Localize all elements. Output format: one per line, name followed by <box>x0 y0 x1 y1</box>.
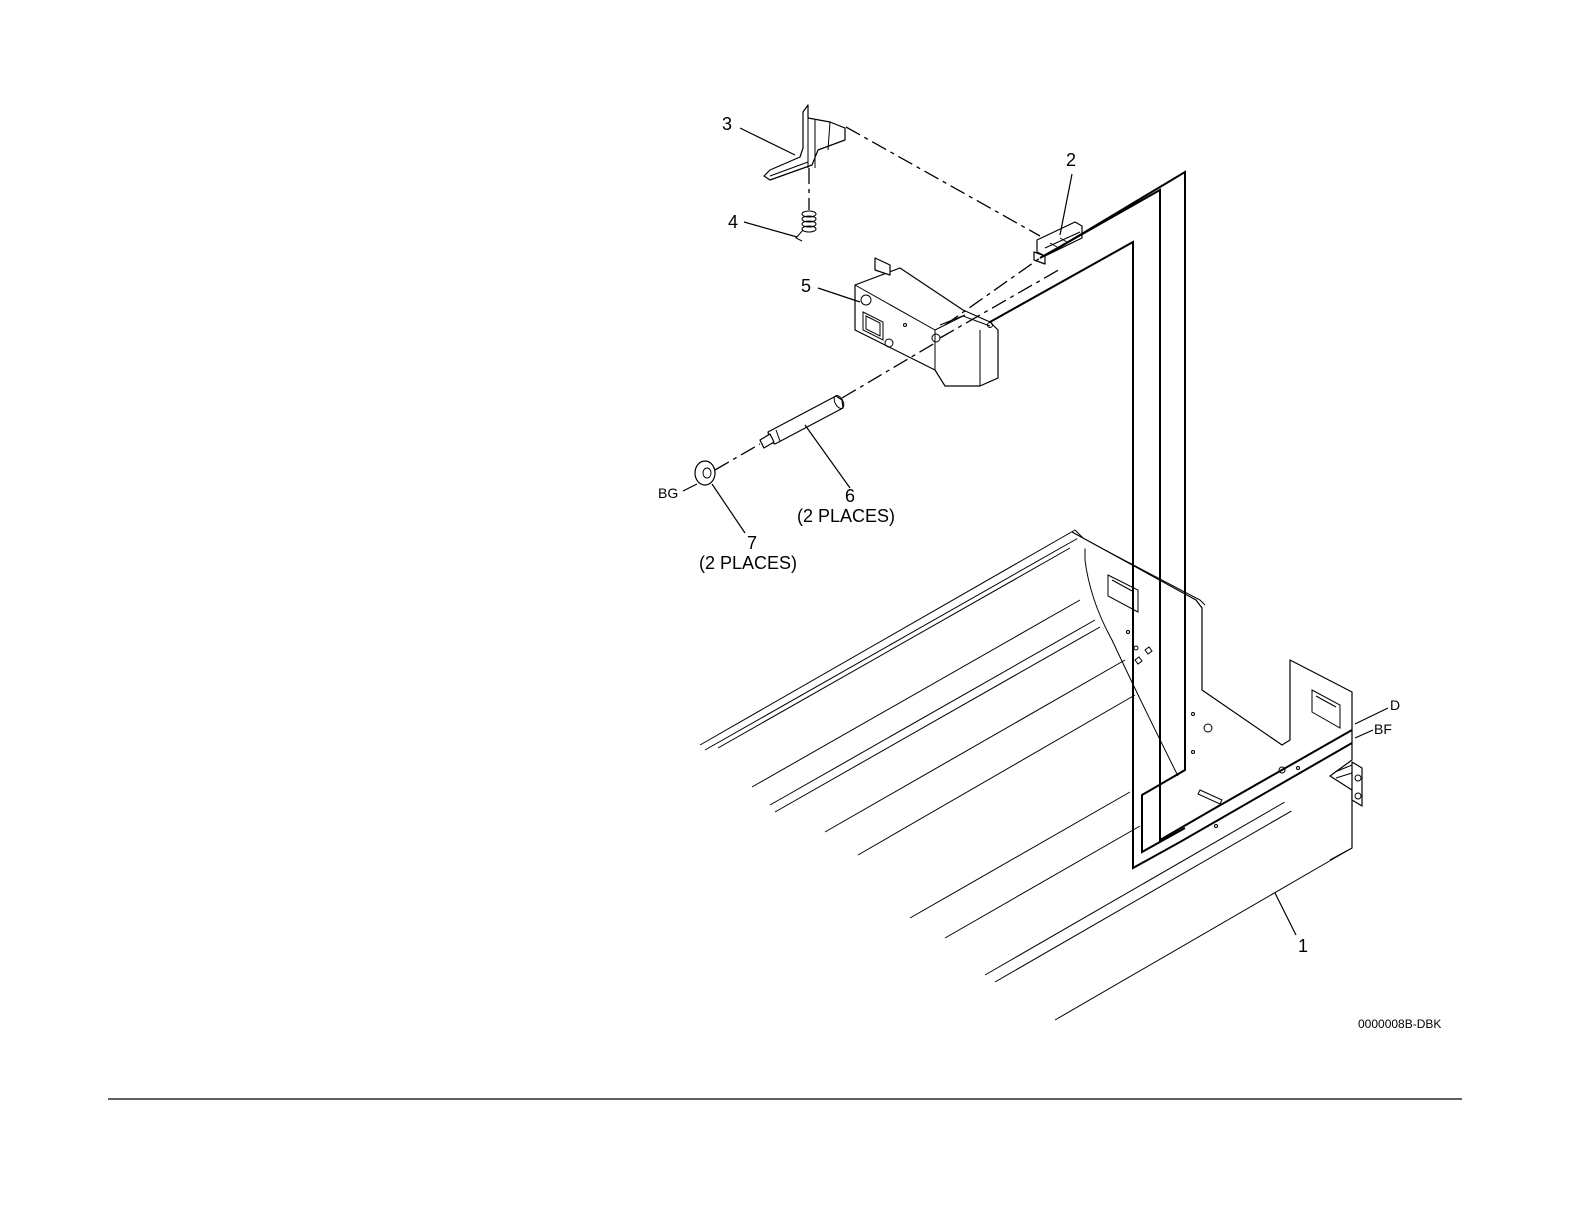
callout-1: 1 <box>1298 936 1308 956</box>
figure-number: 0000008B-DBK <box>1358 1017 1441 1031</box>
part-5-bracket <box>855 258 998 386</box>
callout-7: 7 <box>747 533 757 553</box>
callout-6-note: (2 PLACES) <box>797 506 895 526</box>
part-4-spring <box>796 211 816 241</box>
part-6-shaft <box>760 394 846 448</box>
part-1-frame <box>700 530 1362 1020</box>
ref-bg: BG <box>658 485 678 501</box>
part-3-lever <box>764 105 845 180</box>
leader-lines <box>683 128 1388 935</box>
callout-5: 5 <box>801 276 811 296</box>
part-7-washer <box>695 461 715 485</box>
callout-4: 4 <box>728 212 738 232</box>
ref-d: D <box>1390 697 1400 713</box>
callout-7-note: (2 PLACES) <box>699 553 797 573</box>
callout-3: 3 <box>722 114 732 134</box>
ref-bf: BF <box>1374 721 1392 737</box>
callout-2: 2 <box>1066 150 1076 170</box>
callout-6: 6 <box>845 486 855 506</box>
